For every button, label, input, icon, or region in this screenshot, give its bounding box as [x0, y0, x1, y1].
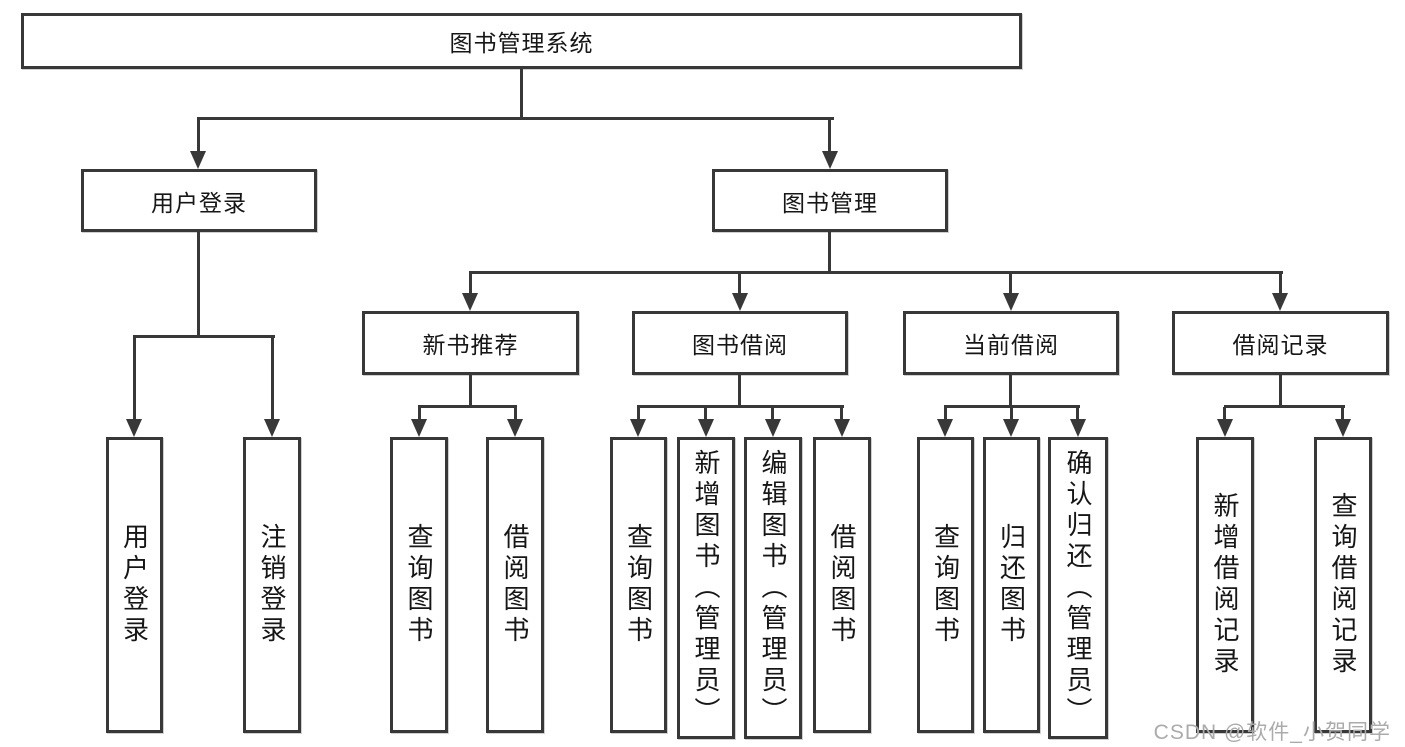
edge-leaf-stem [133, 337, 136, 421]
node-leaf-user-login-label: 用户登录 [119, 523, 150, 647]
node-br-query-record: 查询借阅记录 [1314, 437, 1372, 733]
edge-leaf-stem [1341, 407, 1344, 421]
node-borrow-records: 借阅记录 [1172, 311, 1389, 375]
node-new-book-recommend: 新书推荐 [362, 311, 579, 375]
arrow-down-icon [698, 419, 714, 437]
node-cb-confirm-return: 确认归还（管理员） [1048, 437, 1108, 739]
arrow-down-icon [264, 419, 280, 437]
edge-l3-stem [469, 273, 472, 295]
arrow-down-icon [507, 419, 523, 437]
arrow-down-icon [630, 419, 646, 437]
arrow-down-icon [937, 419, 953, 437]
node-nb-borrow-books: 借阅图书 [486, 437, 544, 733]
arrow-down-icon [411, 419, 427, 437]
edge-bookmgmt-hline [469, 271, 1283, 274]
edge-userlogin-stem [197, 232, 200, 337]
edge-userlogin-hline [133, 335, 275, 338]
edge-bookmgmt-stem [828, 232, 831, 273]
node-user-login: 用户登录 [81, 169, 317, 232]
edge-nb-stem [469, 375, 472, 407]
node-bb-query-books: 查询图书 [610, 437, 667, 733]
arrow-down-icon [1217, 419, 1233, 437]
arrow-down-icon [1003, 419, 1019, 437]
arrow-down-icon [732, 293, 748, 311]
arrow-down-icon [822, 151, 838, 169]
node-new-book-recommend-label: 新书推荐 [422, 332, 519, 358]
node-br-add-record: 新增借阅记录 [1196, 437, 1254, 733]
node-bb-add-books-label: 新增图书（管理员） [691, 448, 721, 728]
edge-root-stem [520, 69, 523, 119]
edge-leaf-stem [271, 337, 274, 421]
node-book-management: 图书管理 [712, 169, 948, 232]
edge-l3-stem [738, 273, 741, 295]
node-nb-borrow-books-label: 借阅图书 [500, 523, 530, 647]
node-user-login-label: 用户登录 [151, 189, 247, 216]
node-leaf-logout-label: 注销登录 [257, 523, 287, 647]
edge-l3-stem [1279, 273, 1282, 295]
edge-br-hline [1224, 405, 1345, 408]
arrow-down-icon [1335, 419, 1351, 437]
node-book-management-label: 图书管理 [782, 189, 878, 216]
edge-cb-stem [1009, 375, 1012, 407]
edge-root-userlogin-stem [197, 119, 200, 153]
node-leaf-user-login: 用户登录 [106, 437, 163, 733]
node-current-borrow: 当前借阅 [903, 311, 1119, 375]
node-cb-confirm-return-label: 确认归还（管理员） [1063, 448, 1093, 728]
edge-leaf-stem [514, 407, 517, 421]
node-book-borrow-label: 图书借阅 [692, 332, 788, 358]
node-root: 图书管理系统 [21, 13, 1022, 69]
edge-leaf-stem [1076, 407, 1079, 421]
edge-leaf-stem [1010, 407, 1013, 421]
node-br-add-record-label: 新增借阅记录 [1210, 492, 1240, 678]
node-current-borrow-label: 当前借阅 [963, 332, 1059, 358]
node-borrow-records-label: 借阅记录 [1232, 332, 1329, 358]
edge-l3-stem [1009, 273, 1012, 295]
node-cb-return-books-label: 归还图书 [996, 523, 1027, 647]
arrow-down-icon [765, 419, 781, 437]
node-book-borrow: 图书借阅 [632, 311, 848, 375]
edge-cb-hline [944, 405, 1080, 408]
node-cb-query-books-label: 查询图书 [930, 523, 961, 647]
edge-bb-hline [637, 405, 844, 408]
edge-leaf-stem [944, 407, 947, 421]
arrow-down-icon [462, 293, 478, 311]
node-bb-edit-books: 编辑图书（管理员） [744, 437, 802, 739]
node-cb-return-books: 归还图书 [983, 437, 1040, 733]
edge-br-stem [1279, 375, 1282, 407]
edge-root-bookmgmt-stem [828, 119, 831, 153]
node-bb-borrow-books: 借阅图书 [813, 437, 871, 733]
arrow-down-icon [190, 151, 206, 169]
arrow-down-icon [1003, 293, 1019, 311]
arrow-down-icon [1272, 293, 1288, 311]
node-cb-query-books: 查询图书 [917, 437, 974, 733]
arrow-down-icon [834, 419, 850, 437]
edge-leaf-stem [418, 407, 421, 421]
edge-leaf-stem [840, 407, 843, 421]
arrow-down-icon [126, 419, 142, 437]
arrow-down-icon [1070, 419, 1086, 437]
node-br-query-record-label: 查询借阅记录 [1328, 492, 1358, 678]
node-bb-query-books-label: 查询图书 [623, 523, 654, 647]
node-bb-borrow-books-label: 借阅图书 [827, 523, 857, 647]
edge-root-hline [197, 117, 834, 120]
node-bb-edit-books-label: 编辑图书（管理员） [758, 448, 788, 728]
edge-leaf-stem [704, 407, 707, 421]
csdn-watermark: CSDN @软件_小贺同学 [1153, 721, 1391, 744]
node-nb-query-books-label: 查询图书 [404, 523, 434, 647]
node-root-label: 图书管理系统 [449, 30, 594, 56]
node-bb-add-books: 新增图书（管理员） [677, 437, 735, 739]
edge-nb-hline [418, 405, 517, 408]
edge-bb-stem [738, 375, 741, 407]
edge-leaf-stem [1223, 407, 1226, 421]
edge-leaf-stem [771, 407, 774, 421]
edge-leaf-stem [637, 407, 640, 421]
node-nb-query-books: 查询图书 [390, 437, 448, 733]
node-leaf-logout: 注销登录 [243, 437, 301, 733]
